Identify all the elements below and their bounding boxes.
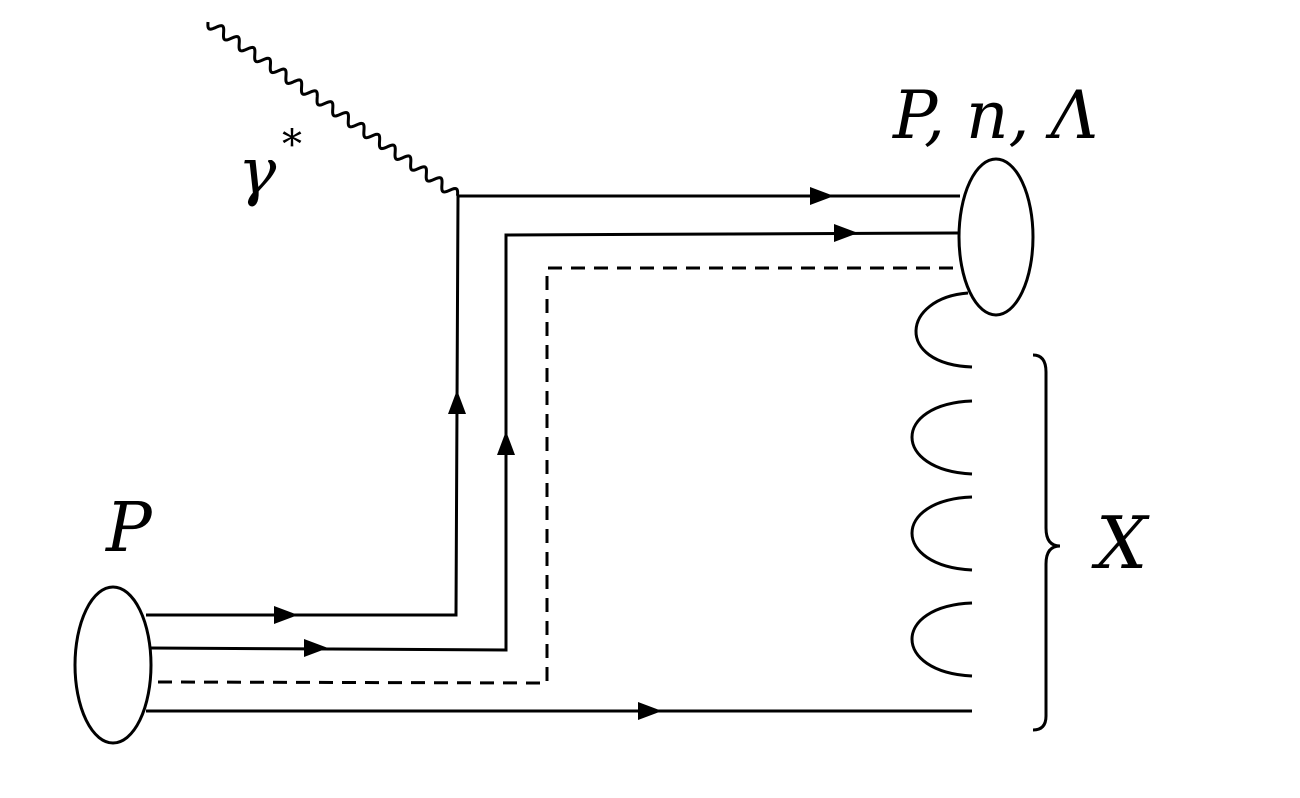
gluon-loop-4: [910, 601, 973, 678]
outgoing-hadrons-label: P, n, Λ: [892, 77, 1098, 154]
remnant-brace: [1032, 353, 1061, 732]
dashed-line: [157, 266, 962, 685]
incoming-proton-blob: [73, 585, 153, 745]
incoming-proton-label: P: [104, 489, 153, 568]
struck-quark-arrow-3: [810, 187, 834, 205]
gluon-loop-1: [914, 291, 973, 369]
remnant-quark-arrow: [638, 702, 662, 720]
outgoing-hadron-blob: [957, 157, 1035, 317]
gluon-loop-2: [910, 399, 973, 476]
spectator-quark-arrow-3: [834, 224, 858, 242]
spectator-quark-arrow-1: [304, 639, 328, 657]
struck-quark-arrow-2: [448, 390, 466, 414]
virtual-photon-superscript: *: [282, 122, 302, 168]
virtual-photon-label: γ: [238, 135, 277, 209]
spectator-quark-line: [149, 231, 959, 652]
gluon-loop-3: [910, 495, 973, 572]
remnant-label: X: [1091, 501, 1150, 585]
spectator-quark-arrow-2: [497, 431, 515, 455]
struck-quark-line: [146, 194, 960, 617]
struck-quark-arrow-1: [274, 606, 298, 624]
virtual-photon-line: [206, 21, 460, 196]
